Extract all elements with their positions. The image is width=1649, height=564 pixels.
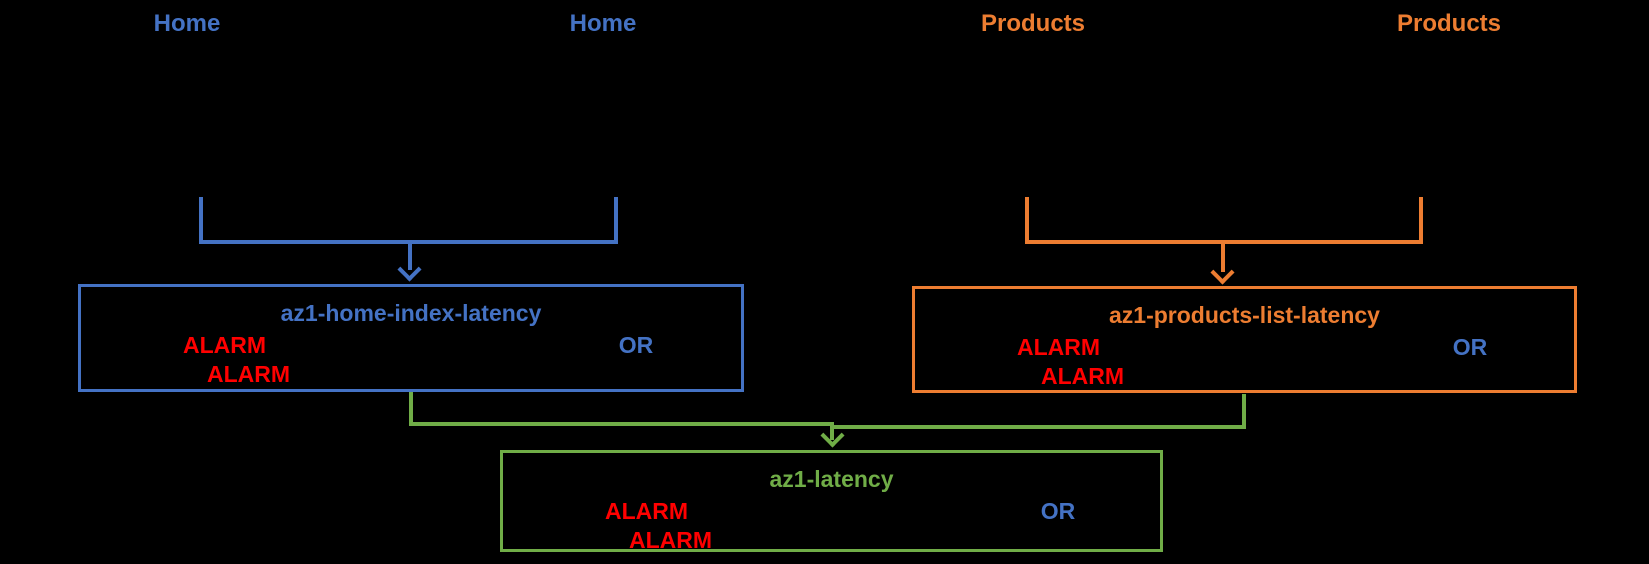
metric-label-home-2: Home — [569, 10, 637, 37]
alarm-title: az1-products-list-latency — [1109, 302, 1380, 328]
metric-label-products-1: Products — [980, 10, 1085, 37]
blue-arrow-stem — [408, 244, 412, 270]
alarm-box-home-index-latency: az1-home-index-latency ALARM OR ALARM — [78, 284, 744, 392]
blue-bracket-horizontal-line — [199, 240, 618, 244]
operator-or: OR — [1452, 334, 1488, 360]
orange-bracket-horizontal-line — [1025, 240, 1423, 244]
alarm-state-secondary: ALARM — [207, 361, 291, 387]
green-arrow-stem — [830, 425, 834, 440]
alarm-state-primary: ALARM — [183, 332, 267, 358]
alarm-box-products-list-latency: az1-products-list-latency ALARM OR ALARM — [912, 286, 1577, 393]
alarm-box-az1-latency: az1-latency ALARM OR ALARM — [500, 450, 1163, 553]
green-connector-right-horizontal — [834, 425, 1246, 429]
blue-bracket-left-line — [199, 197, 203, 244]
blue-arrowhead-icon — [397, 257, 422, 282]
alarm-title: az1-home-index-latency — [280, 300, 542, 326]
alarm-state-primary: ALARM — [605, 498, 689, 524]
alarm-title: az1-latency — [769, 466, 894, 492]
alarm-state-primary: ALARM — [1017, 334, 1101, 360]
orange-bracket-right-line — [1419, 197, 1423, 244]
green-connector-right-stem — [1242, 394, 1246, 429]
blue-bracket-right-line — [614, 197, 618, 244]
alarm-state-secondary: ALARM — [629, 527, 713, 553]
green-connector-left-stem — [409, 392, 413, 425]
orange-arrow-stem — [1221, 244, 1225, 272]
metric-label-home-1: Home — [153, 10, 221, 37]
orange-arrowhead-icon — [1210, 260, 1235, 285]
orange-bracket-left-line — [1025, 197, 1029, 244]
operator-or: OR — [618, 332, 654, 358]
operator-or: OR — [1040, 498, 1076, 524]
metric-label-products-2: Products — [1396, 10, 1501, 37]
alarm-state-secondary: ALARM — [1041, 363, 1125, 389]
green-connector-left-horizontal — [409, 422, 834, 426]
